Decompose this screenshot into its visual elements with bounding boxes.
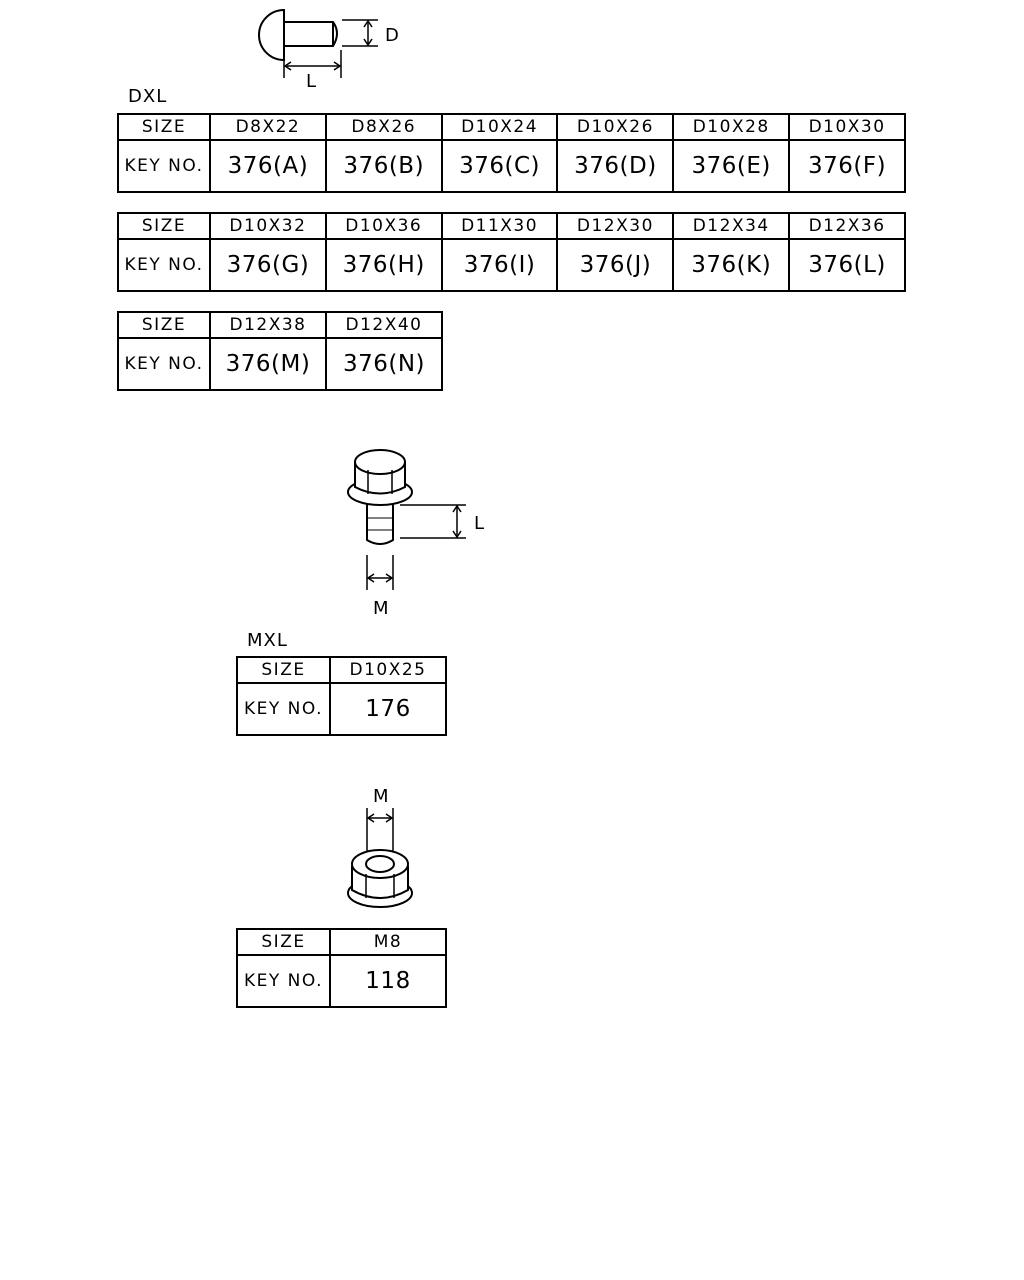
rivet-size-table-1: SIZE D8X22 D8X26 D10X24 D10X26 D10X28 D1… xyxy=(117,113,906,193)
size-cell: D10X26 xyxy=(556,113,675,141)
nut-size-table: SIZE M8 KEY NO. 118 xyxy=(236,928,447,1008)
rivet-section-title: DXL xyxy=(128,86,168,107)
bolt-size-table: SIZE D10X25 KEY NO. 176 xyxy=(236,656,447,736)
key-no-cell: 118 xyxy=(329,954,447,1008)
size-cell: D8X22 xyxy=(209,113,327,141)
size-cell: D10X30 xyxy=(788,113,906,141)
key-no-cell: 376(C) xyxy=(440,139,559,193)
key-no-header: KEY NO. xyxy=(236,954,331,1008)
size-cell: D12X36 xyxy=(788,212,906,240)
key-no-cell: 376(B) xyxy=(324,139,443,193)
bolt-dim-l-label: L xyxy=(474,513,486,534)
key-no-header: KEY NO. xyxy=(117,337,211,391)
nut-dim-m-label: M xyxy=(373,786,390,807)
size-cell: D11X30 xyxy=(440,212,559,240)
size-header: SIZE xyxy=(236,928,331,956)
size-cell: D12X38 xyxy=(209,311,327,339)
key-no-header: KEY NO. xyxy=(117,238,211,292)
key-no-header: KEY NO. xyxy=(117,139,211,193)
bolt-section-title: MXL xyxy=(247,630,288,651)
size-cell: D10X36 xyxy=(324,212,443,240)
size-cell: D12X40 xyxy=(325,311,443,339)
rivet-dim-d-label: D xyxy=(385,25,400,46)
key-no-cell: 376(L) xyxy=(788,238,906,292)
key-no-cell: 376(M) xyxy=(209,337,327,391)
size-cell: D10X28 xyxy=(672,113,791,141)
bolt-dim-m-label: M xyxy=(373,598,390,619)
rivet-icon xyxy=(258,8,378,78)
key-no-cell: 376(E) xyxy=(672,139,791,193)
key-no-cell: 376(F) xyxy=(788,139,906,193)
key-no-cell: 376(H) xyxy=(324,238,443,292)
key-no-cell: 376(J) xyxy=(556,238,675,292)
flange-bolt-icon xyxy=(347,449,466,590)
size-header: SIZE xyxy=(117,311,211,339)
rivet-dim-l-label: L xyxy=(306,71,318,92)
key-no-cell: 376(I) xyxy=(440,238,559,292)
size-cell: D10X24 xyxy=(440,113,559,141)
size-cell: D10X25 xyxy=(329,656,447,684)
key-no-cell: 376(N) xyxy=(325,337,443,391)
key-no-cell: 376(A) xyxy=(209,139,327,193)
flange-nut-icon xyxy=(347,808,413,908)
rivet-size-table-3: SIZE D12X38 D12X40 KEY NO. 376(M) 376(N) xyxy=(117,311,443,391)
size-cell: D12X30 xyxy=(556,212,675,240)
size-cell: D8X26 xyxy=(324,113,443,141)
size-cell: D12X34 xyxy=(672,212,791,240)
key-no-cell: 376(G) xyxy=(209,238,327,292)
key-no-cell: 376(K) xyxy=(672,238,791,292)
size-cell: D10X32 xyxy=(209,212,327,240)
size-header: SIZE xyxy=(117,113,211,141)
size-cell: M8 xyxy=(329,928,447,956)
size-header: SIZE xyxy=(236,656,331,684)
key-no-cell: 376(D) xyxy=(556,139,675,193)
key-no-cell: 176 xyxy=(329,682,447,736)
rivet-size-table-2: SIZE D10X32 D10X36 D11X30 D12X30 D12X34 … xyxy=(117,212,906,292)
key-no-header: KEY NO. xyxy=(236,682,331,736)
size-header: SIZE xyxy=(117,212,211,240)
